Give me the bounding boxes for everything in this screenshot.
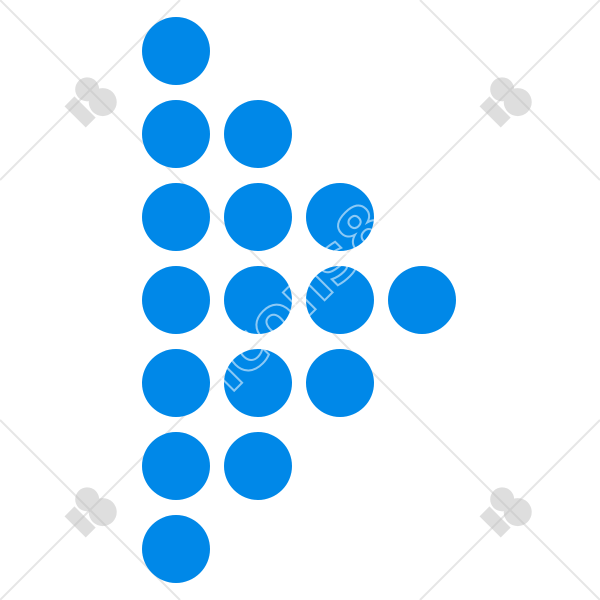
arrow-dot	[142, 349, 210, 417]
arrow-dot	[224, 100, 292, 168]
watermark-line	[419, 419, 600, 600]
arrow-dot	[142, 515, 210, 583]
arrow-dot	[306, 349, 374, 417]
arrow-dot	[142, 432, 210, 500]
watermark-logo-icon	[64, 77, 117, 128]
arrow-dot	[224, 349, 292, 417]
arrow-dot	[142, 17, 210, 85]
arrow-dot	[142, 266, 210, 334]
arrow-dot	[388, 266, 456, 334]
arrow-dot	[306, 183, 374, 251]
watermark-line	[419, 0, 600, 181]
arrow-dot	[224, 183, 292, 251]
arrow-dot	[142, 100, 210, 168]
arrow-dot	[142, 183, 210, 251]
arrow-dot	[306, 266, 374, 334]
arrow-dot	[224, 266, 292, 334]
watermark-logos	[64, 77, 532, 538]
watermark-logo-icon	[64, 487, 117, 538]
arrow-dot	[224, 432, 292, 500]
watermark-logo-icon	[479, 487, 532, 538]
watermark-logo-icon	[479, 77, 532, 128]
arrow-dots	[142, 17, 456, 583]
